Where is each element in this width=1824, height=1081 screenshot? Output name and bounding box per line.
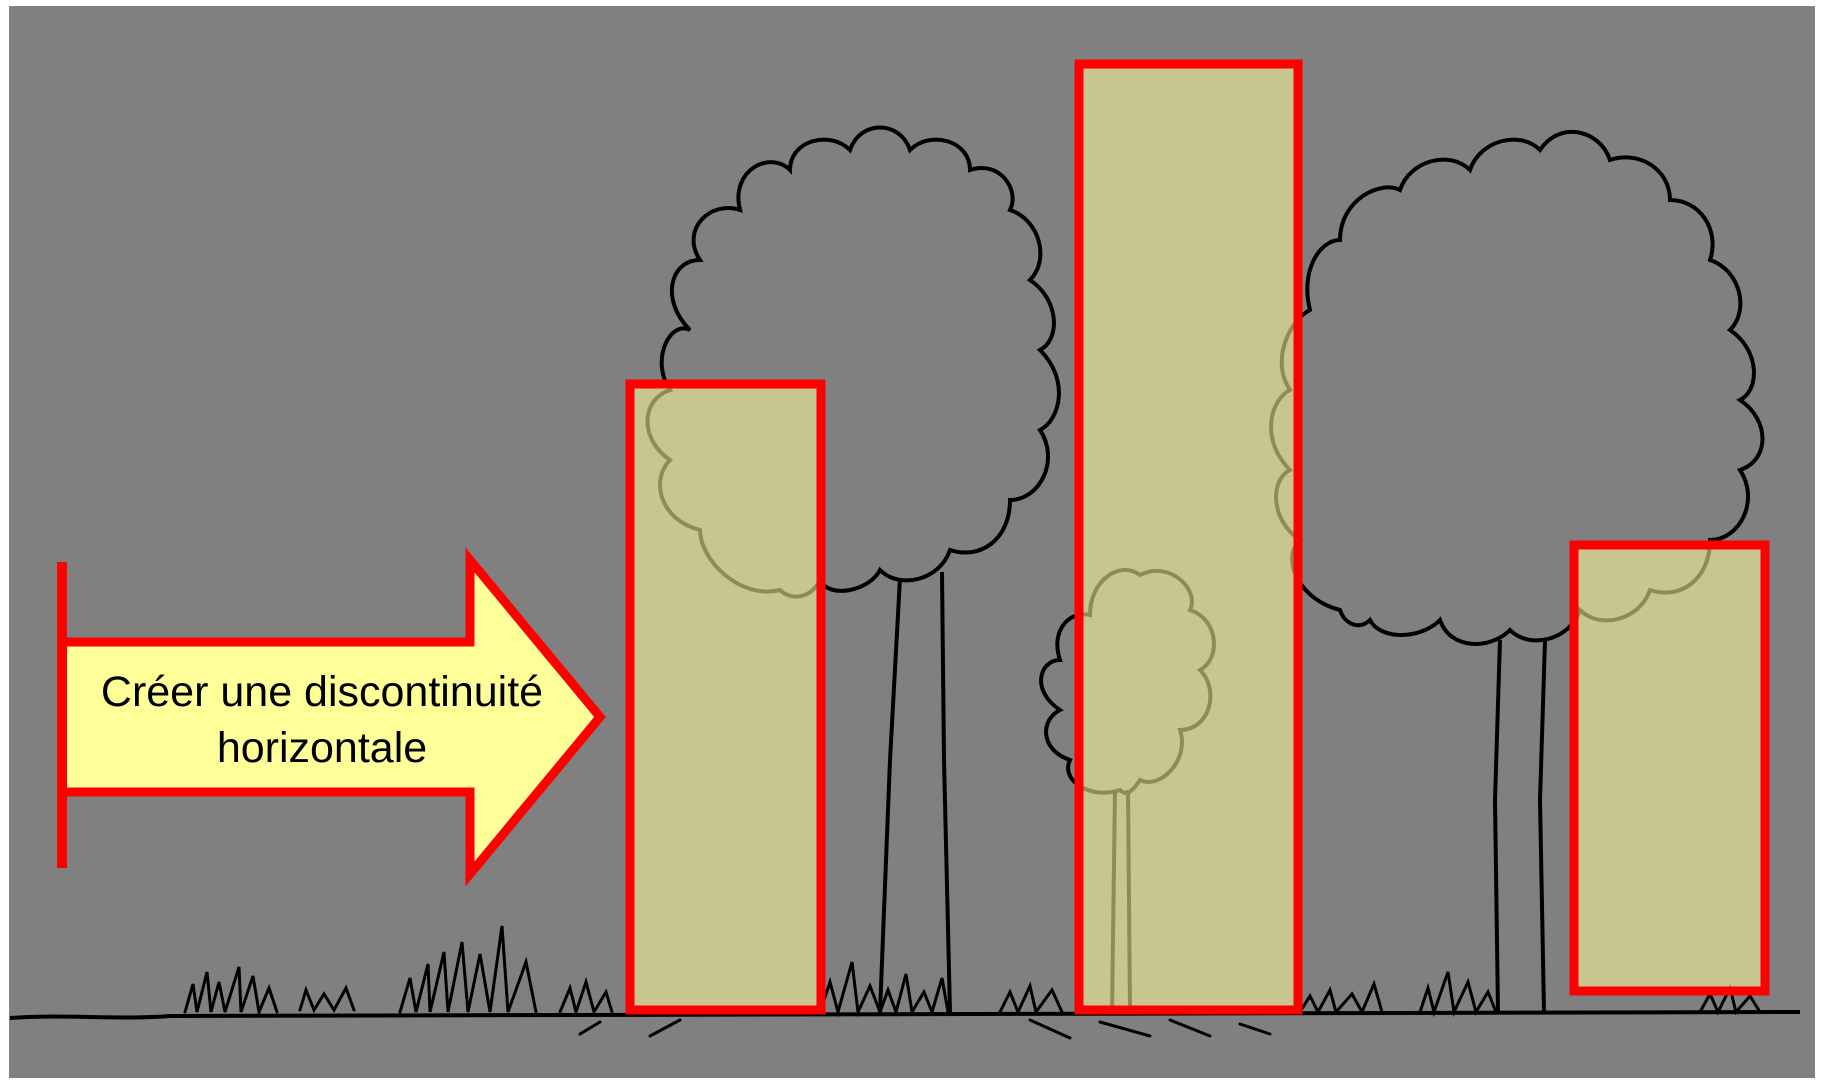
- arrow-label: Créer une discontinuité horizontale: [62, 664, 582, 776]
- vegetation-block-2: [1079, 64, 1298, 1010]
- arrow-label-line-2: horizontale: [62, 720, 582, 776]
- vegetation-block-3: [1574, 545, 1765, 991]
- arrow-label-line-1: Créer une discontinuité: [62, 664, 582, 720]
- vegetation-block-1: [630, 384, 821, 1010]
